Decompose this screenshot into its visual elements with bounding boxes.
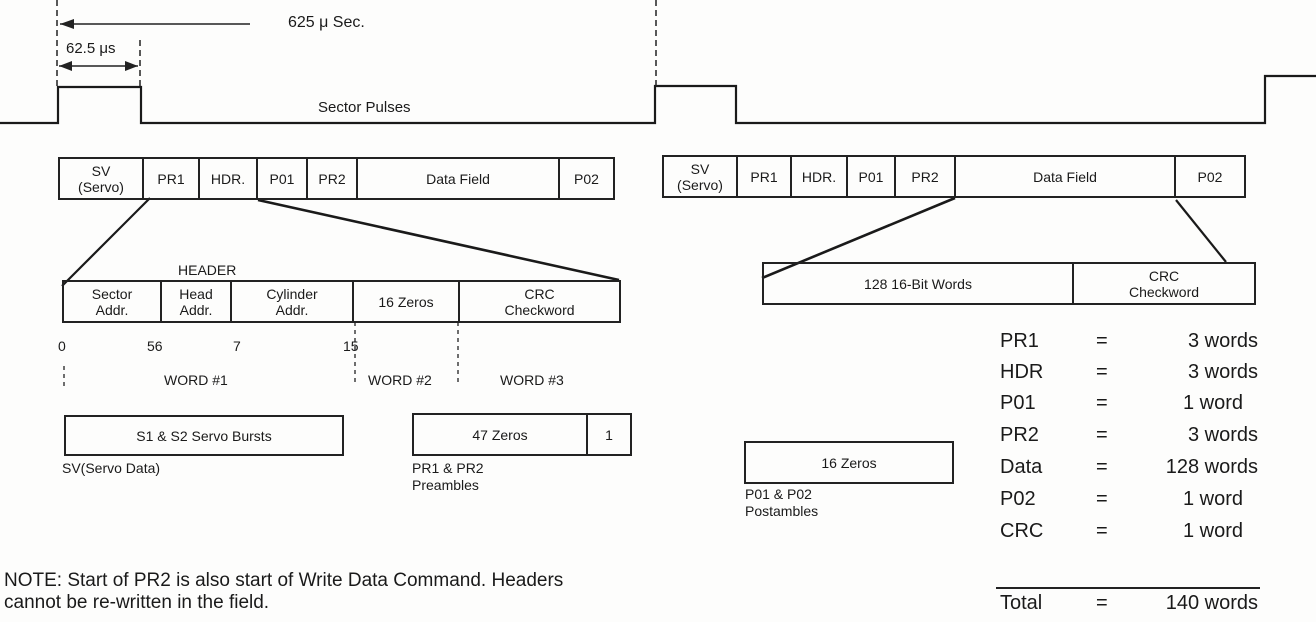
header-sector-addr: Sector Addr.	[91, 285, 133, 318]
word-3-label: WORD #3	[500, 372, 564, 388]
data-connector-left	[761, 196, 956, 280]
bit-tick-0: 0	[58, 338, 66, 354]
period-label: 625 μ Sec.	[288, 14, 365, 31]
data-field-breakdown-bar: 128 16-Bit Words CRC Checkword	[762, 262, 1256, 305]
row-eq: =	[1096, 488, 1108, 510]
preamble-one: 1	[605, 426, 613, 443]
row-field: CRC	[1000, 520, 1044, 542]
field-p02: P02	[574, 170, 599, 187]
field-data: Data Field	[426, 170, 490, 187]
header-connector-right	[257, 198, 620, 282]
row-field: HDR	[1000, 361, 1044, 383]
total-field: Total	[1000, 592, 1043, 614]
row-field: PR2	[1000, 424, 1039, 446]
word-2-label: WORD #2	[368, 372, 432, 388]
row-eq: =	[1096, 361, 1108, 383]
field-hdr: HDR.	[210, 170, 246, 187]
word-1-label: WORD #1	[164, 372, 228, 388]
row-value: 3 words	[1187, 424, 1258, 446]
sector-pulses-label: Sector Pulses	[318, 99, 411, 116]
sector-format-bar-1: SV (Servo) PR1 HDR. P01 PR2 Data Field P…	[58, 157, 615, 200]
field-pr2: PR2	[911, 168, 939, 185]
bit-tick-7: 7	[233, 338, 241, 354]
row-field: Data	[1000, 456, 1043, 478]
header-crc: CRC Checkword	[504, 285, 575, 318]
header-head-addr: Head Addr.	[179, 285, 213, 318]
footnote: NOTE: Start of PR2 is also start of Writ…	[4, 570, 564, 613]
postamble-box: 16 Zeros	[744, 441, 954, 484]
preamble-box: 47 Zeros 1	[412, 413, 632, 456]
row-value: 3 words	[1187, 361, 1258, 383]
servo-caption: SV(Servo Data)	[62, 460, 161, 476]
header-16-zeros: 16 Zeros	[378, 293, 434, 310]
row-eq: =	[1096, 424, 1108, 446]
header-cylinder-addr: Cylinder Addr.	[266, 285, 318, 318]
row-field: PR1	[1000, 330, 1039, 352]
row-field: P01	[1000, 392, 1036, 414]
field-pr2: PR2	[318, 170, 346, 187]
row-eq: =	[1096, 330, 1108, 352]
field-hdr: HDR.	[801, 168, 837, 185]
bit-tick-56: 56	[147, 338, 163, 354]
servo-burst-box: S1 & S2 Servo Bursts	[64, 415, 344, 456]
row-value: 1 word	[1182, 488, 1243, 510]
row-eq: =	[1096, 520, 1108, 542]
row-eq: =	[1096, 392, 1108, 414]
postamble-zeros: 16 Zeros	[821, 454, 877, 471]
header-breakdown-bar: Sector Addr. Head Addr. Cylinder Addr. 1…	[62, 280, 621, 323]
data-words: 128 16-Bit Words	[864, 275, 972, 292]
row-value: 3 words	[1187, 330, 1258, 352]
total-eq: =	[1096, 592, 1108, 614]
data-crc: CRC Checkword	[1128, 267, 1200, 300]
field-p01: P01	[269, 170, 295, 187]
pulse-width-label: 62.5 μs	[66, 40, 116, 57]
field-p01: P01	[858, 168, 884, 185]
field-p02: P02	[1197, 168, 1223, 185]
row-eq: =	[1096, 456, 1108, 478]
data-connector-right	[1175, 199, 1227, 263]
field-data: Data Field	[1033, 168, 1097, 185]
sector-format-bar-2: SV (Servo) PR1 HDR. P01 PR2 Data Field P…	[662, 155, 1246, 198]
bit-tick-15: 15	[343, 338, 359, 354]
preamble-zeros: 47 Zeros	[472, 426, 528, 443]
row-value: 128 words	[1165, 456, 1258, 478]
header-connector-left	[61, 197, 151, 287]
row-value: 1 word	[1182, 520, 1243, 542]
total-value: 140 words	[1165, 592, 1258, 614]
row-field: P02	[1000, 488, 1036, 510]
field-pr1: PR1	[750, 168, 778, 185]
field-sv: SV (Servo)	[677, 160, 723, 193]
postamble-caption: P01 & P02 Postambles	[745, 486, 819, 519]
field-sv: SV (Servo)	[78, 162, 124, 195]
row-value: 1 word	[1182, 392, 1243, 414]
header-title: HEADER	[178, 262, 237, 278]
servo-burst-label: S1 & S2 Servo Bursts	[136, 427, 272, 444]
field-pr1: PR1	[157, 170, 185, 187]
preamble-caption: PR1 & PR2 Preambles	[412, 460, 484, 493]
sector-pulse-waveform	[0, 74, 1316, 125]
